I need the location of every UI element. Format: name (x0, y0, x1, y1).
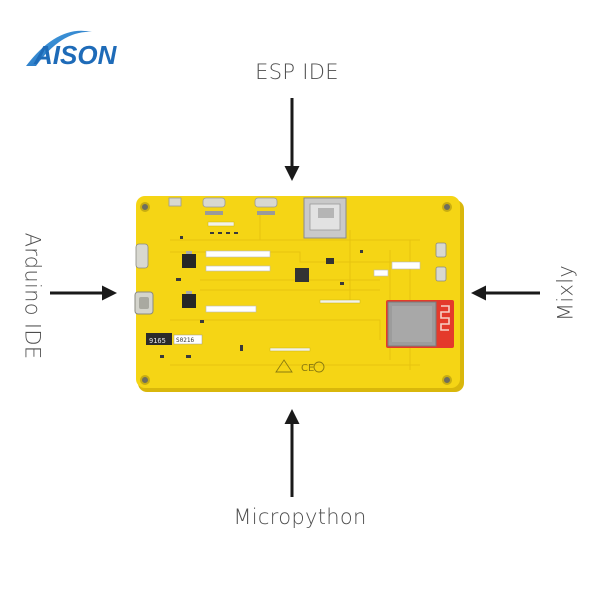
fpc-strips (205, 250, 421, 313)
pin-rows (207, 221, 361, 352)
esp-module (386, 300, 454, 348)
silkscreen-marks: CE (275, 359, 325, 374)
mounting-holes (140, 202, 452, 385)
chip-label-box (146, 333, 172, 345)
usb-port (134, 291, 154, 315)
pcb-body (136, 196, 460, 388)
sd-card-slot (303, 197, 347, 239)
ic-chips: 9165 S0216 (146, 251, 334, 345)
chip-label-2: S0216 (176, 337, 194, 344)
chip-label: 9165 (149, 337, 166, 345)
pcb-traces (170, 215, 420, 370)
recycle-icon (313, 361, 325, 373)
top-connectors (168, 197, 278, 215)
warning-triangle-icon (275, 359, 293, 373)
side-button (135, 243, 149, 269)
arrows (50, 98, 540, 497)
pcb-board: 9165 S0216 (134, 196, 464, 392)
logo-swoosh (26, 30, 92, 66)
ce-mark: CE (301, 363, 314, 374)
logo-wordmark: AISON (33, 40, 118, 70)
aison-logo: AISON (26, 30, 118, 70)
label-esp-ide: ESP IDE (255, 60, 339, 84)
smd-parts (160, 232, 363, 358)
right-buttons (435, 242, 447, 282)
label-micropython: Micropython (233, 505, 367, 529)
